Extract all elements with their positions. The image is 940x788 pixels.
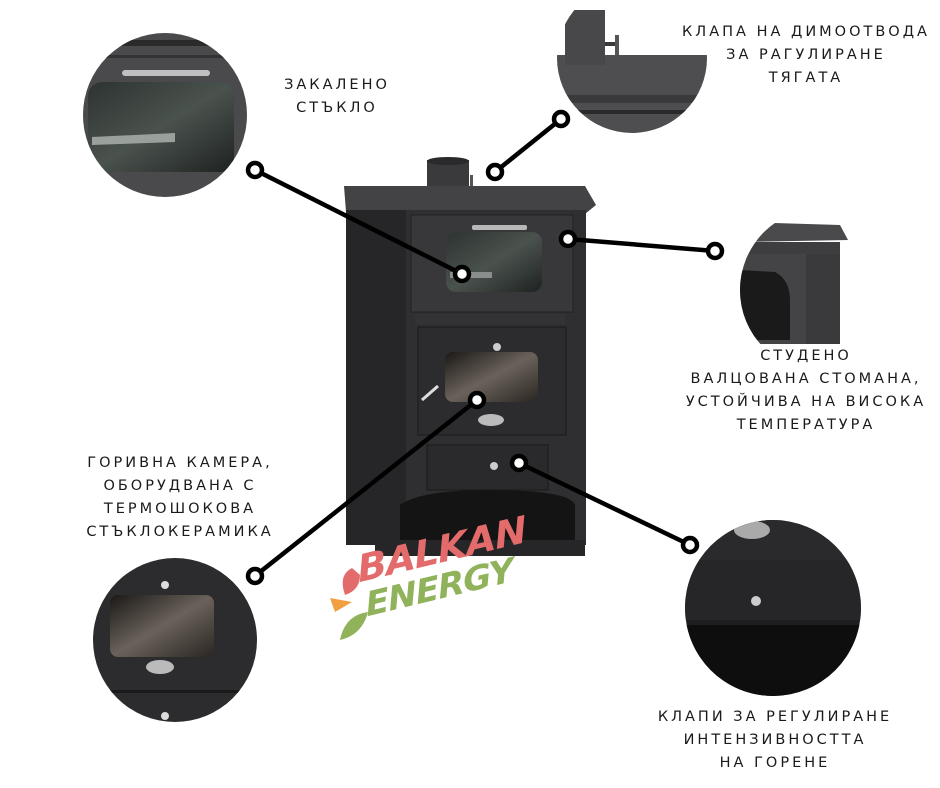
connector-dot bbox=[452, 264, 472, 284]
label-line: ЗАКАЛЕНО bbox=[284, 77, 390, 93]
label-air-flaps: КЛАПИ ЗА РЕГУЛИРАНЕ ИНТЕНЗИВНОСТТА НА ГО… bbox=[640, 706, 910, 775]
detail-combustion-circle bbox=[93, 558, 257, 722]
logo-leaves-icon bbox=[330, 568, 368, 640]
connector-dot bbox=[558, 229, 578, 249]
connector-dot bbox=[705, 241, 725, 261]
air-knob-upper bbox=[493, 343, 501, 351]
label-line: ТЕМПЕРАТУРА bbox=[736, 417, 876, 433]
connector-dot bbox=[509, 453, 529, 473]
label-line: ГОРИВНА КАМЕРА, bbox=[87, 455, 273, 471]
oven-handle bbox=[472, 225, 527, 230]
label-cold-rolled-steel: СТУДЕНО ВАЛЦОВАНА СТОМАНА, УСТОЙЧИВА НА … bbox=[672, 345, 940, 437]
label-line: ТЯГАТА bbox=[768, 70, 844, 86]
detail-air-flaps-circle bbox=[685, 520, 861, 696]
flue-damper-handle bbox=[470, 175, 473, 190]
label-line: ВАЛЦОВАНА СТОМАНА, bbox=[690, 371, 922, 387]
connector-dot bbox=[245, 160, 265, 180]
fire-glass bbox=[445, 352, 538, 402]
detail-steel-circle bbox=[740, 208, 904, 372]
label-line: КЛАПИ ЗА РЕГУЛИРАНЕ bbox=[657, 709, 893, 725]
label-line: НА ГОРЕНЕ bbox=[719, 755, 831, 771]
air-knob-lower bbox=[490, 462, 498, 470]
connectors bbox=[245, 109, 725, 586]
label-line: УСТОЙЧИВА НА ВИСОКА bbox=[685, 394, 927, 410]
label-tempered-glass: ЗАКАЛЕНО СТЪКЛО bbox=[262, 74, 412, 120]
label-flue-damper: КЛАПА НА ДИМООТВОДА ЗА РАГУЛИРАНЕ ТЯГАТА bbox=[672, 21, 940, 90]
connector-dot bbox=[485, 162, 505, 182]
wood-storage bbox=[400, 490, 575, 545]
label-line: СТЪКЛО bbox=[296, 100, 378, 116]
connector-dot bbox=[680, 535, 700, 555]
label-line: СТЪКЛОКЕРАМИКА bbox=[86, 524, 274, 540]
detail-glass-circle bbox=[83, 33, 247, 197]
label-line: КЛАПА НА ДИМООТВОДА bbox=[682, 24, 930, 40]
stove bbox=[344, 157, 596, 556]
stove-top bbox=[344, 186, 596, 214]
brand-logo: BALKAN ENERGY bbox=[330, 508, 528, 655]
label-line: ОБОРУДВАНА С bbox=[103, 478, 257, 494]
connector-dot bbox=[551, 109, 571, 129]
label-combustion-chamber: ГОРИВНА КАМЕРА, ОБОРУДВАНА С ТЕРМОШОКОВА… bbox=[60, 452, 300, 544]
label-line: ТЕРМОШОКОВА bbox=[103, 501, 257, 517]
label-line: ЗА РАГУЛИРАНЕ bbox=[726, 47, 886, 63]
label-line: ИНТЕНЗИВНОСТТА bbox=[683, 732, 867, 748]
label-line: СТУДЕНО bbox=[760, 348, 852, 364]
badge bbox=[478, 414, 504, 426]
connector-dot bbox=[245, 566, 265, 586]
connector-dot bbox=[467, 390, 487, 410]
